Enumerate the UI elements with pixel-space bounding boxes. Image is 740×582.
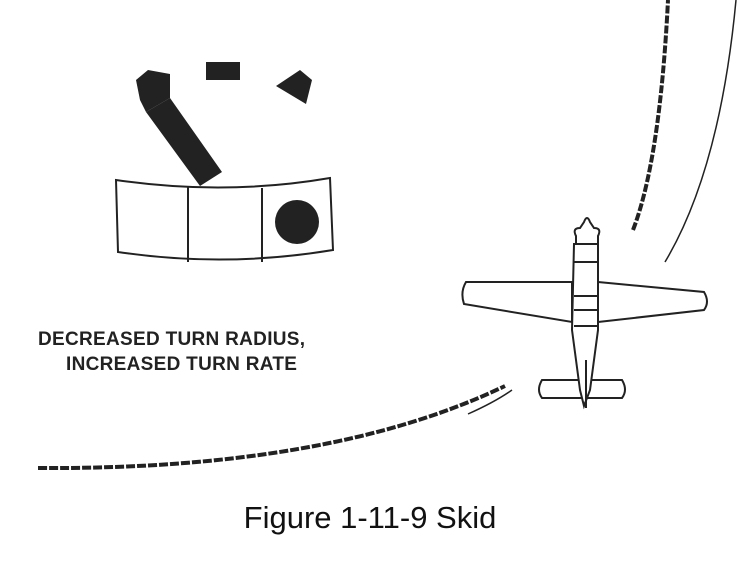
engine-cowl — [573, 217, 601, 245]
label-increased-turn-rate: INCREASED TURN RATE — [66, 354, 298, 375]
center-index-mark — [206, 62, 240, 80]
dashed-path-lower — [37, 384, 506, 471]
turn-needle-tip — [136, 70, 170, 112]
right-index-mark — [276, 70, 312, 104]
inclinometer-glass — [114, 176, 335, 261]
thin-path-upper — [664, 0, 737, 263]
thin-path-lower — [467, 389, 513, 415]
figure-caption: Figure 1-11-9 Skid — [243, 500, 497, 535]
dashed-path-upper — [631, 0, 670, 231]
inclinometer-ball — [275, 200, 319, 244]
turn-needle — [146, 98, 222, 186]
right-wing — [597, 280, 708, 324]
label-decreased-turn-radius: DECREASED TURN RADIUS, — [38, 329, 306, 350]
airplane-icon — [461, 217, 708, 410]
left-wing — [461, 281, 573, 324]
turn-coordinator-indicator — [114, 62, 335, 262]
flight-paths — [37, 0, 737, 471]
